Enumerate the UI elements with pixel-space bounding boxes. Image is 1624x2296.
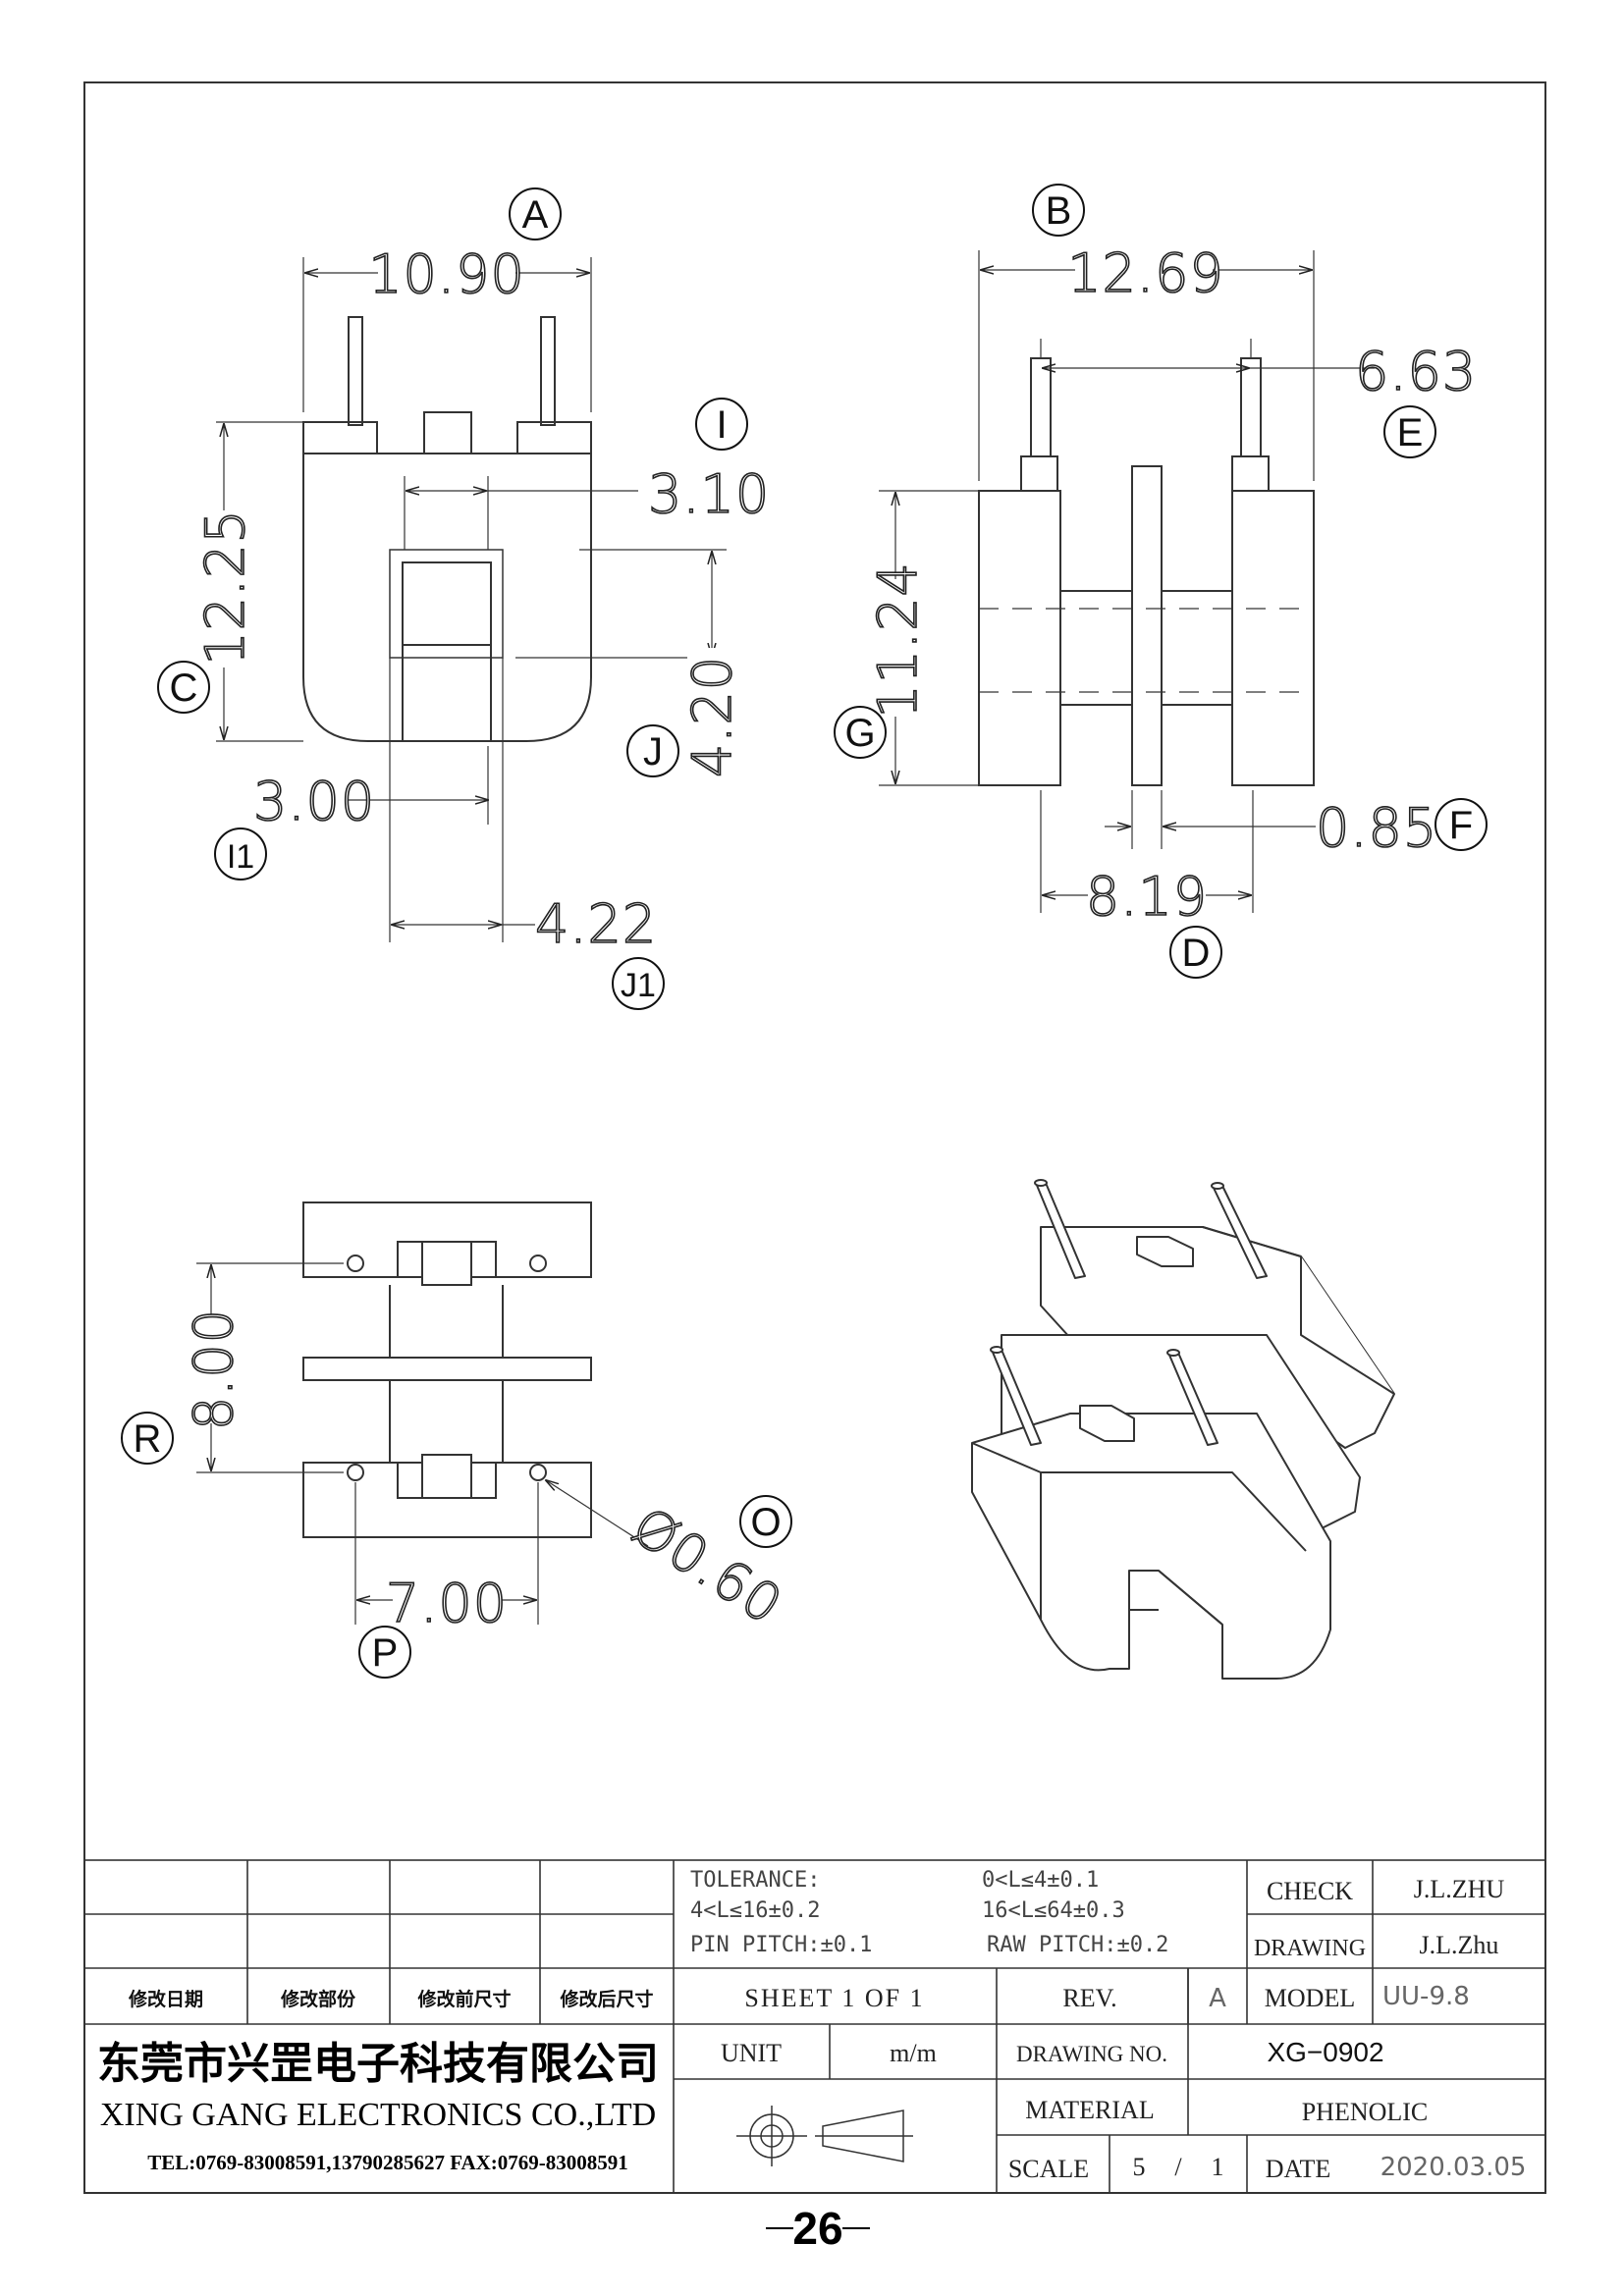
page-number: 26 [766,2203,870,2254]
company-contact: TEL:0769-83008591,13790285627 FAX:0769-8… [147,2151,628,2174]
raw-pitch-tolerance: RAW PITCH:±0.2 [987,1933,1168,1957]
projection-symbol-icon [736,2106,913,2166]
tolerance-range-1: 0<L≤4±0.1 [982,1868,1099,1893]
dim-row-pitch: 8.00 [183,1308,244,1430]
dim-front-width: 10.90 [368,243,525,305]
tolerance-range-2: 4<L≤16±0.2 [690,1898,820,1923]
dim-base: 8.19 [1086,866,1208,928]
front-view [216,257,727,942]
dim-front-height: 12.25 [194,508,256,666]
callout-j1: J1 [612,957,665,1010]
svg-text:I: I [716,403,727,447]
callout-p: P [358,1626,411,1679]
dim-slot-depth: 4.20 [681,656,743,777]
callout-b: B [1032,184,1085,237]
callout-j: J [626,724,679,777]
scale-label: SCALE [1008,2155,1089,2183]
svg-text:R: R [134,1417,162,1461]
svg-text:A: A [522,193,549,237]
callout-c: C [157,661,210,714]
dim-side-height: 11.24 [867,561,929,719]
dim-pin-pitch: 7.00 [386,1573,508,1634]
svg-text:26: 26 [792,2203,842,2254]
rev-header-after: 修改后尺寸 [559,1988,653,2010]
callout-e: E [1383,405,1436,458]
scale-numerator: 5 [1133,2153,1146,2181]
rev-label: REV. [1062,1984,1116,2012]
svg-text:F: F [1449,804,1473,847]
rev-header-date: 修改日期 [128,1988,203,2010]
unit-value: m/m [890,2039,937,2067]
check-value: J.L.ZHU [1414,1875,1505,1903]
callout-r: R [121,1412,174,1465]
company-name-cn: 东莞市兴罡电子科技有限公司 [97,2039,659,2089]
tolerance-label: TOLERANCE: [690,1868,820,1893]
dim-flange: 0.85 [1316,797,1437,859]
svg-text:I1: I1 [227,838,254,876]
callout-d: D [1169,926,1222,979]
callout-o: O [739,1495,792,1548]
dim-slot-width: 3.10 [648,463,770,525]
callout-f: F [1435,798,1488,851]
svg-text:O: O [750,1501,781,1544]
callout-i: I [695,398,748,451]
isometric-view [971,1179,1395,1680]
model-label: MODEL [1265,1984,1355,2012]
material-label: MATERIAL [1025,2096,1154,2124]
rev-value: A [1209,1984,1226,2013]
svg-text:G: G [844,712,875,755]
svg-text:C: C [170,667,198,710]
check-label: CHECK [1267,1877,1353,1905]
svg-text:E: E [1397,411,1424,454]
svg-text:P: P [372,1631,399,1675]
company-name-en: XING GANG ELECTRONICS CO.,LTD [100,2097,656,2133]
svg-text:B: B [1046,189,1072,233]
svg-text:J1: J1 [621,967,656,1004]
drawing-no-label: DRAWING NO. [1016,2042,1167,2066]
drawing-no-value: XG−0902 [1267,2037,1383,2067]
rev-header-part: 修改部份 [280,1988,356,2010]
model-value: UU-9.8 [1382,1982,1470,2011]
material-value: PHENOLIC [1302,2098,1429,2126]
date-label: DATE [1266,2155,1330,2183]
tolerance-range-3: 16<L≤64±0.3 [982,1898,1125,1923]
sheet-info: SHEET 1 OF 1 [744,1984,924,2012]
svg-text:D: D [1182,932,1211,975]
dim-pin-span: 6.63 [1355,341,1477,402]
date-value: 2020.03.05 [1380,2153,1527,2182]
unit-label: UNIT [721,2039,782,2067]
bottom-view [196,1201,649,1625]
callout-i1: I1 [214,828,267,881]
drawing-value: J.L.Zhu [1420,1931,1499,1959]
dim-slot-outer: 4.22 [535,893,657,955]
svg-text:J: J [643,730,663,774]
scale-separator: / [1174,2153,1182,2181]
dim-side-width: 12.69 [1067,242,1224,304]
pin-pitch-tolerance: PIN PITCH:±0.1 [690,1933,872,1957]
drawing-label: DRAWING [1254,1936,1366,1961]
dim-slot-bottom: 3.00 [253,771,375,832]
rev-header-before: 修改前尺寸 [416,1988,511,2010]
scale-denominator: 1 [1212,2153,1224,2181]
side-view [879,250,1375,913]
callout-g: G [834,706,887,759]
callout-a: A [509,187,562,240]
